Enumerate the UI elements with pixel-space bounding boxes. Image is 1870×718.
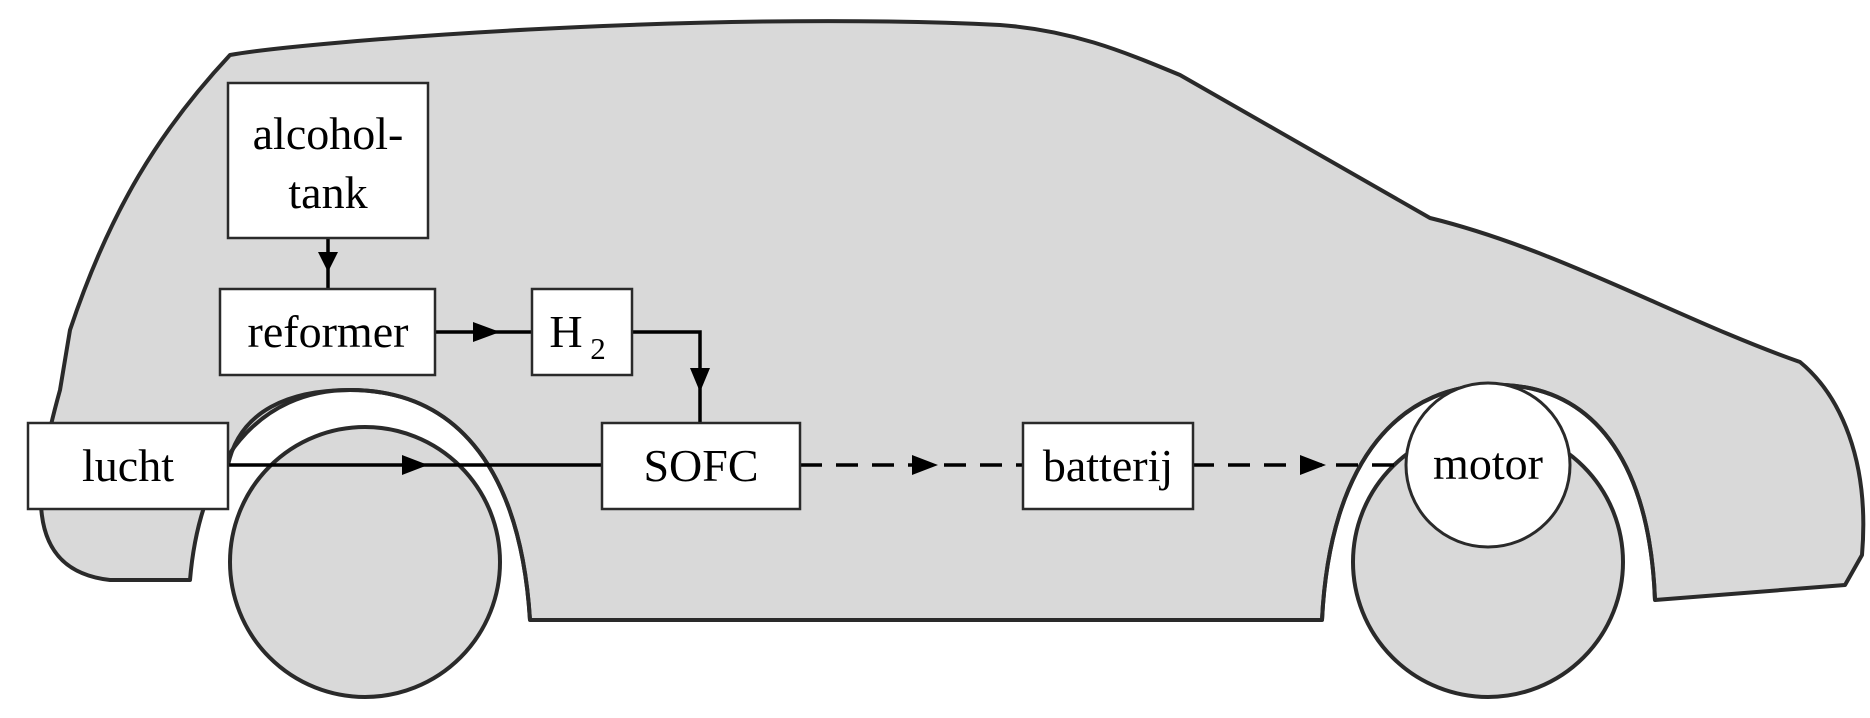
node-sofc: SOFC [600, 421, 802, 511]
h2-label: H [549, 306, 582, 357]
h2-subscript: 2 [590, 331, 606, 366]
node-lucht: lucht [26, 421, 230, 511]
arrowhead-tank-to-reformer [318, 252, 338, 272]
arrowhead-lucht-to-sofc [402, 455, 428, 475]
node-h2: H 2 [530, 287, 634, 377]
node-reformer: reformer [218, 287, 437, 377]
arrowhead-reformer-to-h2 [473, 322, 500, 342]
batterij-label: batterij [1043, 440, 1173, 491]
sofc-label: SOFC [643, 440, 758, 491]
alcohol-tank-label-line2: tank [288, 167, 367, 218]
node-alcohol-tank: alcohol- tank [226, 81, 430, 240]
front-wheel-arch [226, 387, 532, 621]
arrowhead-batterij-to-motor [1300, 455, 1326, 475]
front-wheel [228, 425, 502, 699]
node-batterij: batterij [1021, 421, 1195, 511]
arrowhead-sofc-to-batterij [912, 455, 938, 475]
lucht-label: lucht [82, 440, 174, 491]
motor-label: motor [1433, 438, 1543, 489]
arrowhead-h2-to-sofc [690, 368, 710, 392]
reformer-label: reformer [248, 306, 409, 357]
alcohol-tank-label-line1: alcohol- [253, 108, 404, 159]
node-motor: motor [1404, 381, 1572, 549]
